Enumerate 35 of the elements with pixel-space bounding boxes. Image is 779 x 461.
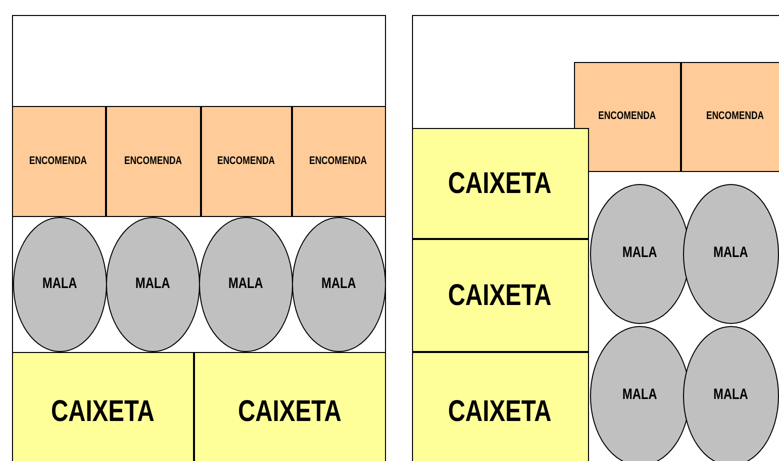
item-label: CAIXETA — [50, 395, 154, 428]
container-box — [12, 15, 386, 461]
crate-box — [12, 352, 194, 461]
item-label: ENCOMENDA — [217, 154, 275, 168]
item-label: CAIXETA — [448, 395, 552, 428]
package-box — [574, 62, 680, 172]
item-label: CAIXETA — [448, 166, 552, 200]
suitcase-circle — [292, 216, 386, 352]
item-label: MALA — [42, 276, 77, 292]
item-label: CAIXETA — [448, 278, 552, 312]
package-box — [12, 106, 106, 216]
item-label: ENCOMENDA — [124, 154, 182, 168]
crate-box — [194, 352, 386, 461]
package-box — [200, 106, 292, 216]
item-label: MALA — [622, 387, 657, 404]
item-label: ENCOMENDA — [706, 110, 764, 123]
crate-box — [412, 352, 588, 461]
item-label: MALA — [713, 387, 748, 404]
item-label: CAIXETA — [238, 395, 342, 428]
item-label: ENCOMENDA — [310, 154, 368, 168]
crate-box — [412, 128, 588, 238]
suitcase-circle — [682, 326, 778, 461]
crate-box — [412, 238, 588, 352]
package-box — [680, 62, 779, 172]
package-box — [106, 106, 200, 216]
container-box — [412, 15, 779, 461]
item-label: MALA — [622, 245, 657, 262]
package-box — [292, 106, 386, 216]
item-label: MALA — [321, 276, 356, 292]
item-label: ENCOMENDA — [598, 110, 656, 123]
item-label: MALA — [135, 276, 170, 292]
item-label: MALA — [713, 245, 748, 262]
item-label: ENCOMENDA — [30, 154, 88, 168]
suitcase-circle — [12, 216, 106, 352]
item-label: MALA — [228, 276, 263, 292]
